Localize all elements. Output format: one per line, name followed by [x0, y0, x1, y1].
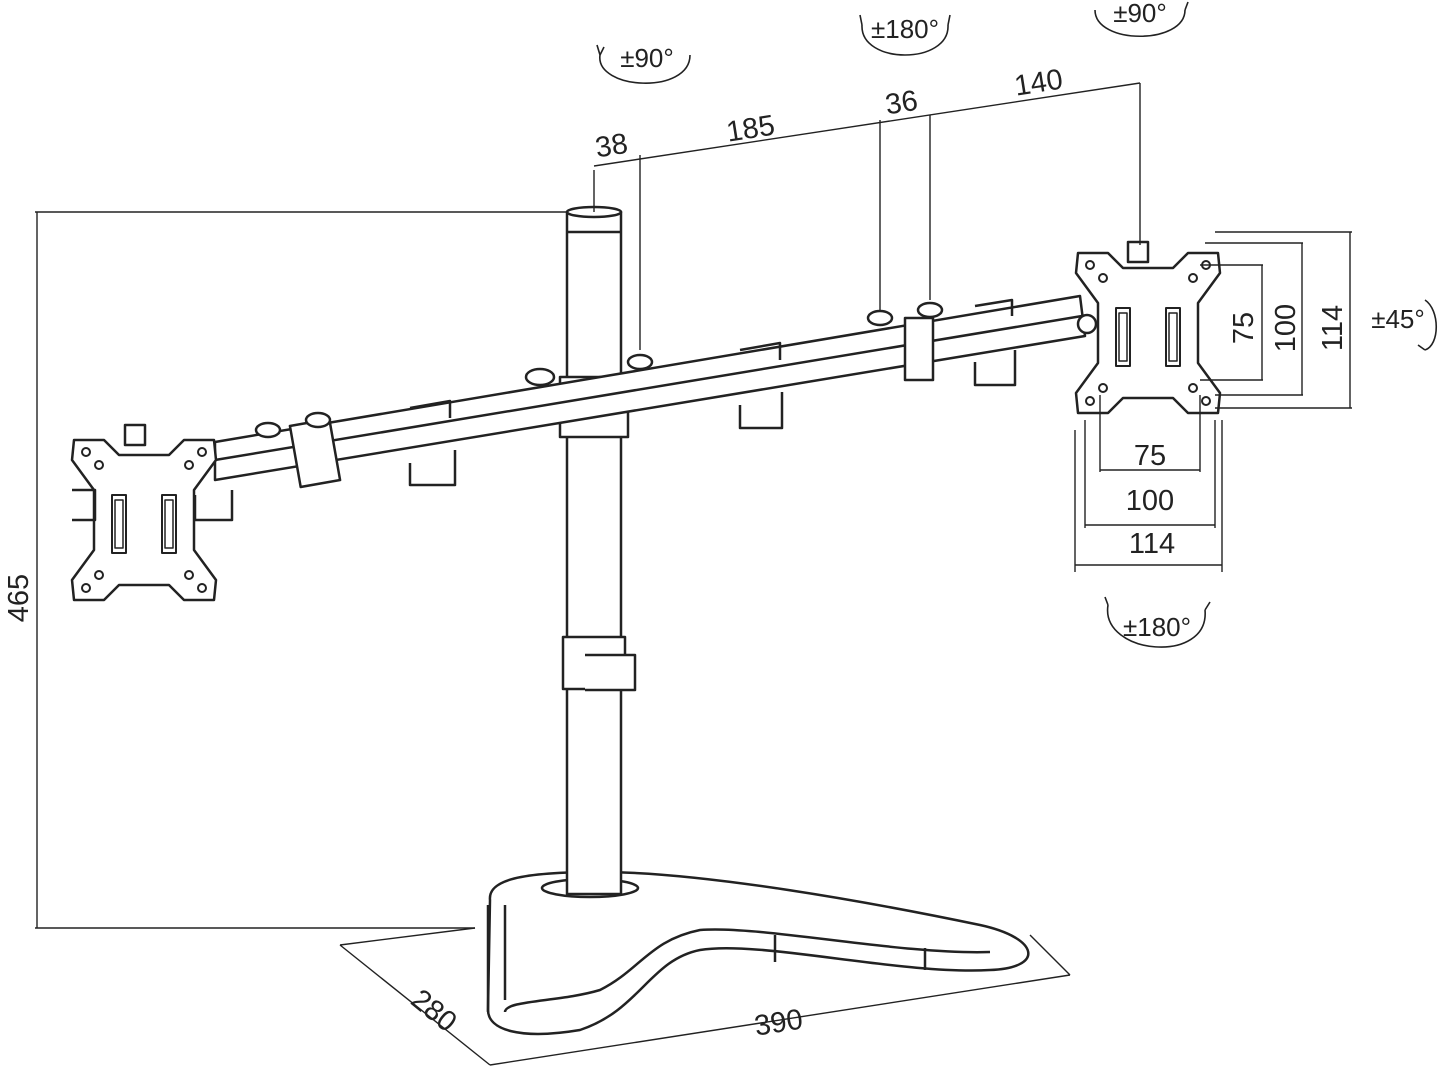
- rotation-head-swivel: ±180°: [1123, 612, 1191, 642]
- dimension-lines: [35, 82, 1352, 1066]
- dim-arm-joint: 36: [883, 85, 920, 122]
- arm: [193, 294, 1087, 522]
- line-drawing: [70, 205, 1222, 1036]
- dim-vesa-h-small: 75: [1134, 440, 1166, 472]
- rotation-arrows: [596, 1, 1437, 648]
- dim-height: 465: [3, 574, 35, 622]
- dim-base-depth: 280: [405, 983, 463, 1038]
- dim-vesa-h-medium: 100: [1126, 485, 1174, 517]
- dim-vesa-v-large: 114: [1317, 305, 1349, 351]
- dim-vesa-v-small: 75: [1228, 312, 1260, 344]
- rotation-pole-swivel: ±90°: [620, 43, 674, 73]
- rotation-head-tilt: ±90°: [1113, 0, 1167, 28]
- vesa-plate-left: [70, 423, 218, 602]
- dim-vesa-v-medium: 100: [1270, 304, 1302, 352]
- pole: [558, 205, 637, 896]
- dim-base-width: 390: [752, 1004, 805, 1043]
- dim-vesa-h-large: 114: [1129, 528, 1175, 560]
- rotation-arm-swivel: ±180°: [871, 14, 939, 44]
- rotation-head-rotate: ±45°: [1371, 304, 1425, 334]
- vesa-plate-right: [1074, 240, 1222, 415]
- dim-arm-segment-1: 185: [724, 110, 777, 149]
- dim-pole-offset: 38: [593, 128, 630, 165]
- dim-arm-segment-2: 140: [1012, 64, 1065, 103]
